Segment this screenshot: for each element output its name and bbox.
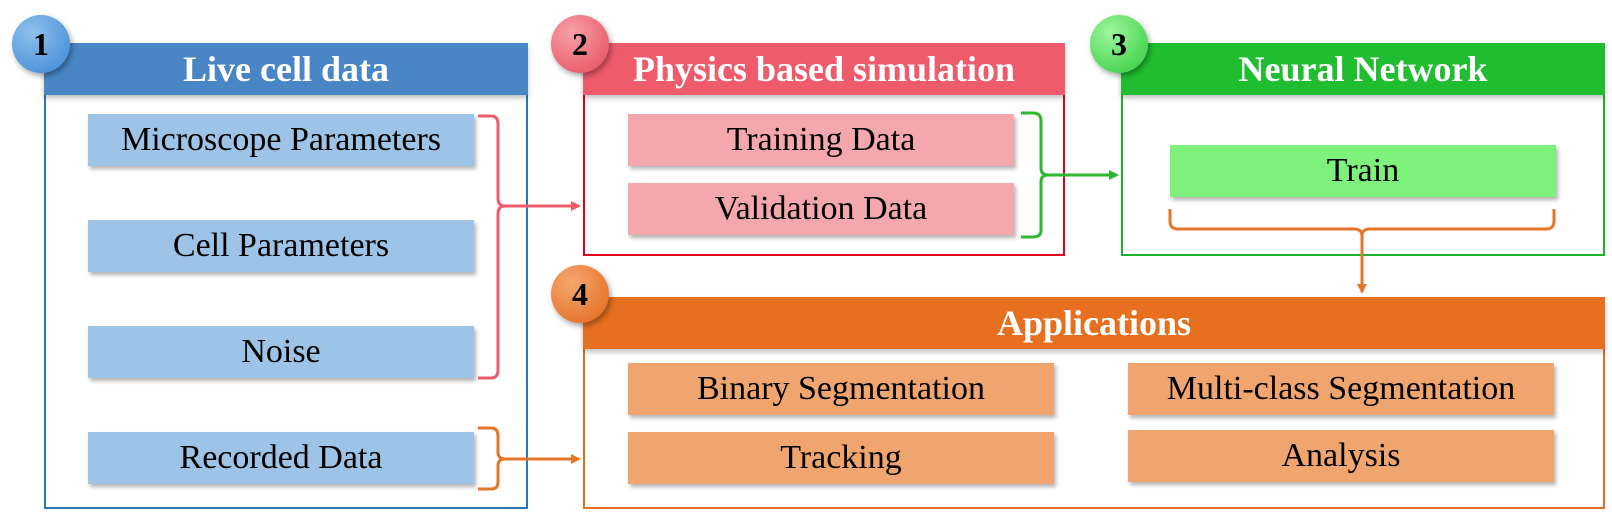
training-data-box: Training Data [628, 114, 1014, 166]
recorded-data-box: Recorded Data [88, 432, 474, 484]
analysis-box: Analysis [1128, 430, 1554, 482]
microscope-parameters-box: Microscope Parameters [88, 114, 474, 166]
badge-4: 4 [551, 265, 609, 323]
brace-simulation-to-network [1021, 111, 1119, 239]
noise-box: Noise [88, 326, 474, 378]
brace-recorded-to-applications [478, 426, 581, 491]
cell-parameters-box: Cell Parameters [88, 220, 474, 272]
binary-segmentation-box: Binary Segmentation [628, 363, 1054, 415]
brace-params-to-simulation [478, 114, 581, 380]
panel-title-applications: Applications [583, 297, 1605, 349]
badge-3: 3 [1090, 15, 1148, 73]
badge-1: 1 [12, 15, 70, 73]
badge-2: 2 [551, 15, 609, 73]
tracking-box: Tracking [628, 432, 1054, 484]
panel-title-physics-simulation: Physics based simulation [583, 43, 1065, 95]
panel-title-neural-network: Neural Network [1121, 43, 1605, 95]
brace-network-to-applications [1168, 209, 1556, 294]
train-box: Train [1170, 145, 1556, 197]
multi-class-segmentation-box: Multi-class Segmentation [1128, 363, 1554, 415]
panel-title-live-cell-data: Live cell data [44, 43, 528, 95]
validation-data-box: Validation Data [628, 183, 1014, 235]
